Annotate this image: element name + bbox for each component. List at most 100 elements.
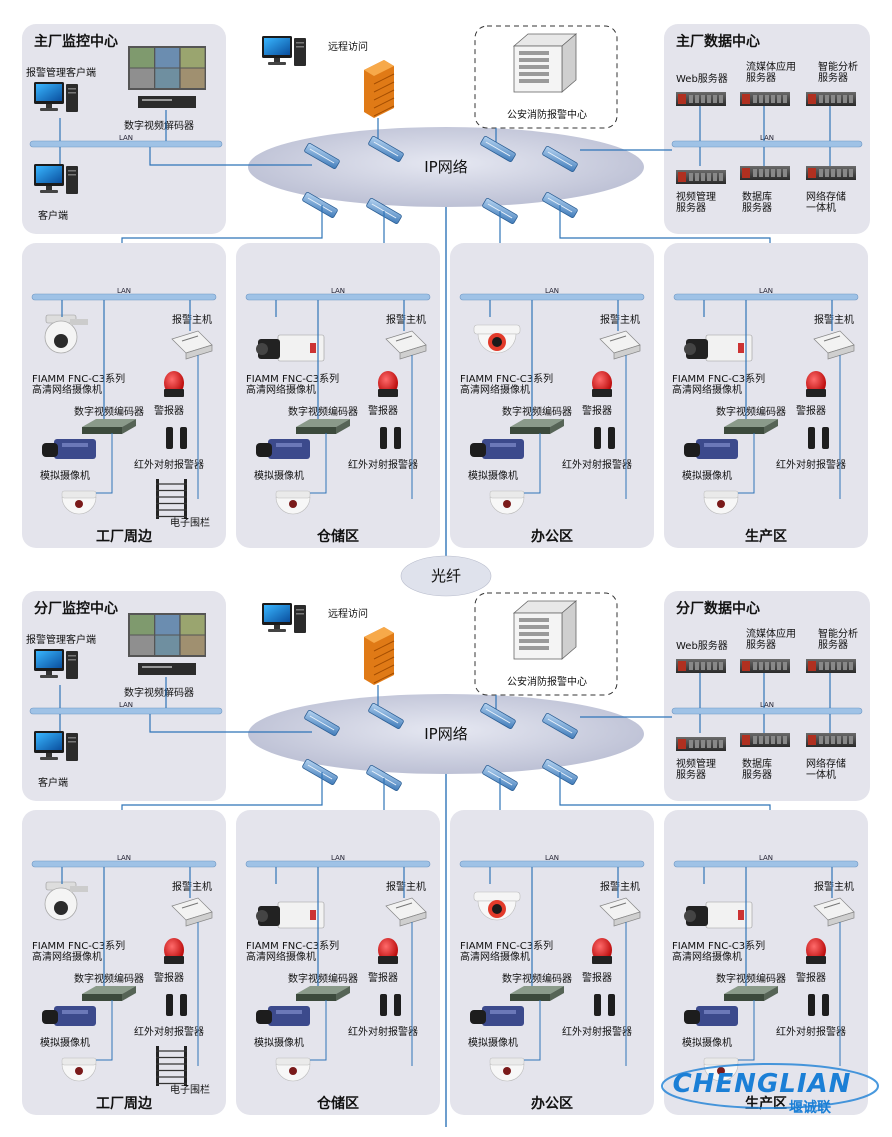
encoder-icon [724, 419, 778, 434]
siren-icon [164, 371, 184, 397]
analog-camera-label: 模拟摄像机 [254, 1036, 304, 1049]
site-section: IP网络主厂监控中心报警管理客户端数字视频解码器LAN客户端远程访问公安消防报警… [22, 24, 870, 560]
lan-bar [459, 860, 645, 868]
encoder-icon [82, 986, 136, 1001]
analog-camera-label: 模拟摄像机 [254, 469, 304, 482]
firewall-icon [364, 627, 395, 685]
dome-camera-icon [473, 891, 521, 921]
analog-camera-label: 模拟摄像机 [40, 469, 90, 482]
zone-background [664, 810, 868, 1115]
encoder-label: 数字视频编码器 [74, 405, 144, 418]
decoder-icon [128, 613, 206, 675]
camera-label: 高清网络摄像机 [460, 950, 530, 963]
alarm-host-icon [599, 330, 641, 360]
ir-label: 红外对射报警器 [348, 458, 418, 471]
fence-icon [156, 479, 187, 519]
link-line [96, 433, 113, 494]
analog-camera-label: 模拟摄像机 [468, 469, 518, 482]
link-line [524, 1000, 541, 1061]
db-server-label: 服务器 [742, 201, 772, 214]
remote-access-label: 远程访问 [328, 607, 368, 620]
siren-label: 警报器 [154, 971, 184, 984]
alarm-client-label: 报警管理客户端 [26, 633, 96, 646]
police-center-label: 公安消防报警中心 [507, 108, 587, 121]
link-line [149, 714, 312, 733]
siren-icon [806, 938, 826, 964]
decoder-label: 数字视频解码器 [124, 686, 194, 699]
alarm-host-label: 报警主机 [172, 313, 212, 326]
alarm-host-label: 报警主机 [814, 880, 854, 893]
alarm-host-label: 报警主机 [814, 313, 854, 326]
web-server-label: Web服务器 [676, 639, 728, 652]
box-camera-icon [256, 334, 325, 362]
zone-background [450, 810, 654, 1115]
lan-bar [673, 860, 859, 868]
ir-label: 红外对射报警器 [562, 458, 632, 471]
data-center-title: 主厂数据中心 [676, 33, 760, 50]
siren-icon [592, 371, 612, 397]
lan-bar [29, 707, 223, 715]
siren-icon [378, 371, 398, 397]
zone-background [664, 243, 868, 548]
lan-label: LAN [117, 287, 131, 295]
switch-icon [480, 703, 516, 729]
data-center-title: 分厂数据中心 [676, 600, 760, 617]
camera-label: FIAMM FNC-C3系列 [32, 939, 125, 952]
ir-beam-icon [380, 427, 401, 449]
server-icon [740, 733, 790, 747]
link-line [96, 1000, 113, 1061]
brand-logo-text: CHENGLIAN [673, 1069, 852, 1099]
camera-label: FIAMM FNC-C3系列 [32, 372, 125, 385]
zone-title: 仓储区 [316, 528, 359, 545]
server-icon [806, 733, 856, 747]
ir-beam-icon [808, 427, 829, 449]
camera-label: FIAMM FNC-C3系列 [246, 939, 339, 952]
lan-bar [31, 860, 217, 868]
lan-bar [673, 293, 859, 301]
box-camera-icon [684, 1006, 738, 1026]
streaming-server-label: 服务器 [746, 71, 776, 84]
decoder-label: 数字视频解码器 [124, 119, 194, 132]
siren-label: 警报器 [582, 971, 612, 984]
ip-network-label: IP网络 [424, 725, 467, 743]
link-line [310, 1000, 327, 1061]
vms-server-label: 服务器 [676, 768, 706, 781]
ir-beam-icon [808, 994, 829, 1016]
switch-icon [542, 146, 578, 172]
fiber-link [400, 555, 492, 597]
storage-label: 一体机 [806, 201, 836, 214]
box-camera-icon [470, 439, 524, 459]
ip-network-cloud [248, 127, 644, 207]
lan-label: LAN [759, 287, 773, 295]
zone-title: 工厂周边 [96, 529, 153, 545]
alarm-host-label: 报警主机 [386, 880, 426, 893]
siren-label: 警报器 [582, 404, 612, 417]
alarm-host-icon [171, 330, 213, 360]
camera-label: 高清网络摄像机 [32, 950, 102, 963]
streaming-server-label: 流媒体应用 [746, 627, 796, 640]
lan-label: LAN [331, 287, 345, 295]
alarm-host-icon [813, 330, 855, 360]
zone-title: 生产区 [745, 528, 787, 545]
box-camera-icon [684, 439, 738, 459]
firewall-icon [364, 60, 395, 118]
encoder-label: 数字视频编码器 [716, 972, 786, 985]
db-server-label: 数据库 [742, 190, 772, 203]
ir-label: 红外对射报警器 [348, 1025, 418, 1038]
ptz-camera-icon [44, 881, 88, 921]
ir-beam-icon [594, 994, 615, 1016]
box-camera-icon [684, 334, 753, 362]
siren-icon [592, 938, 612, 964]
server-icon [676, 92, 726, 106]
link-line [149, 147, 312, 166]
switch-icon [304, 710, 340, 736]
camera-label: 高清网络摄像机 [246, 950, 316, 963]
zone-title: 工厂周边 [96, 1096, 153, 1112]
ir-beam-icon [594, 427, 615, 449]
